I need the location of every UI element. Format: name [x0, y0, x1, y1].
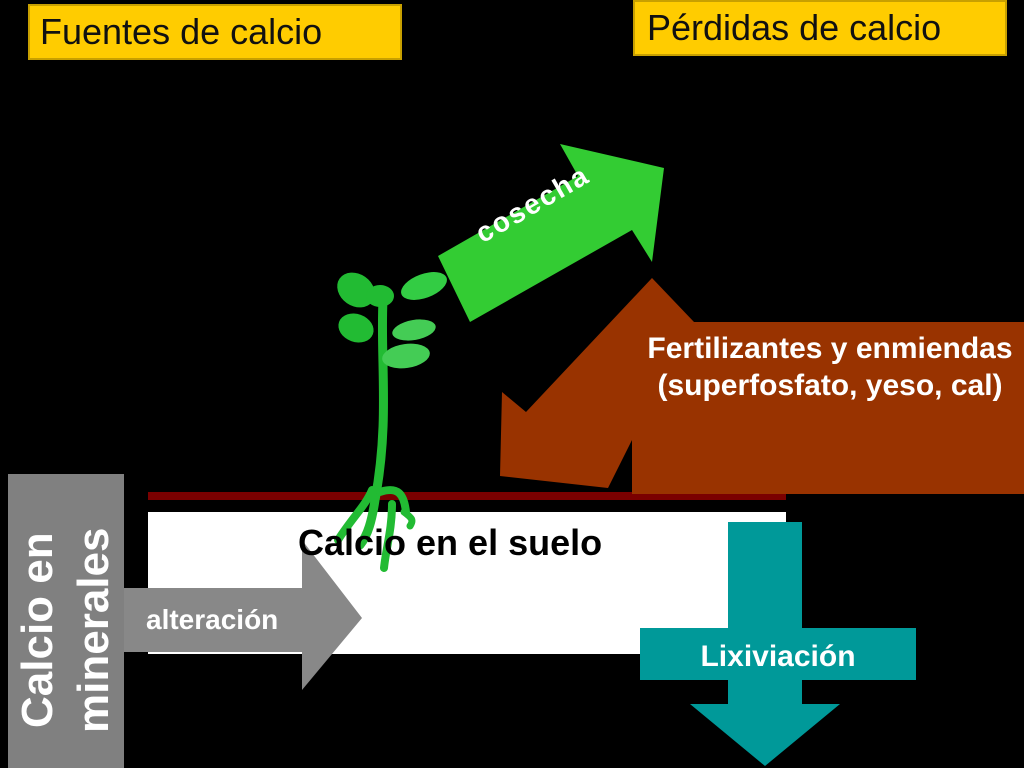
- minerals-bar: [8, 474, 124, 768]
- weathering-arrow: [124, 540, 362, 690]
- plant-icon: [334, 272, 447, 572]
- weathering-label: alteración: [146, 604, 279, 635]
- harvest-arrow: [438, 144, 664, 322]
- soil-label: Calcio en el suelo: [298, 522, 603, 563]
- losses-header: Pérdidas de calcio: [633, 0, 1007, 56]
- losses-header-text: Pérdidas de calcio: [647, 7, 942, 48]
- sources-header-text: Fuentes de calcio: [40, 11, 323, 52]
- soil-surface-line: [148, 492, 786, 500]
- fertilizer-label: Fertilizantes y enmiendas (superfosfato,…: [647, 332, 1013, 402]
- fertilizer-arrow: [500, 278, 1024, 494]
- leaching-label: Lixiviación: [700, 640, 856, 673]
- minerals-label: Calcio en minerales: [13, 527, 118, 733]
- leaching-label-box: [640, 628, 916, 680]
- sources-header: Fuentes de calcio: [28, 4, 402, 60]
